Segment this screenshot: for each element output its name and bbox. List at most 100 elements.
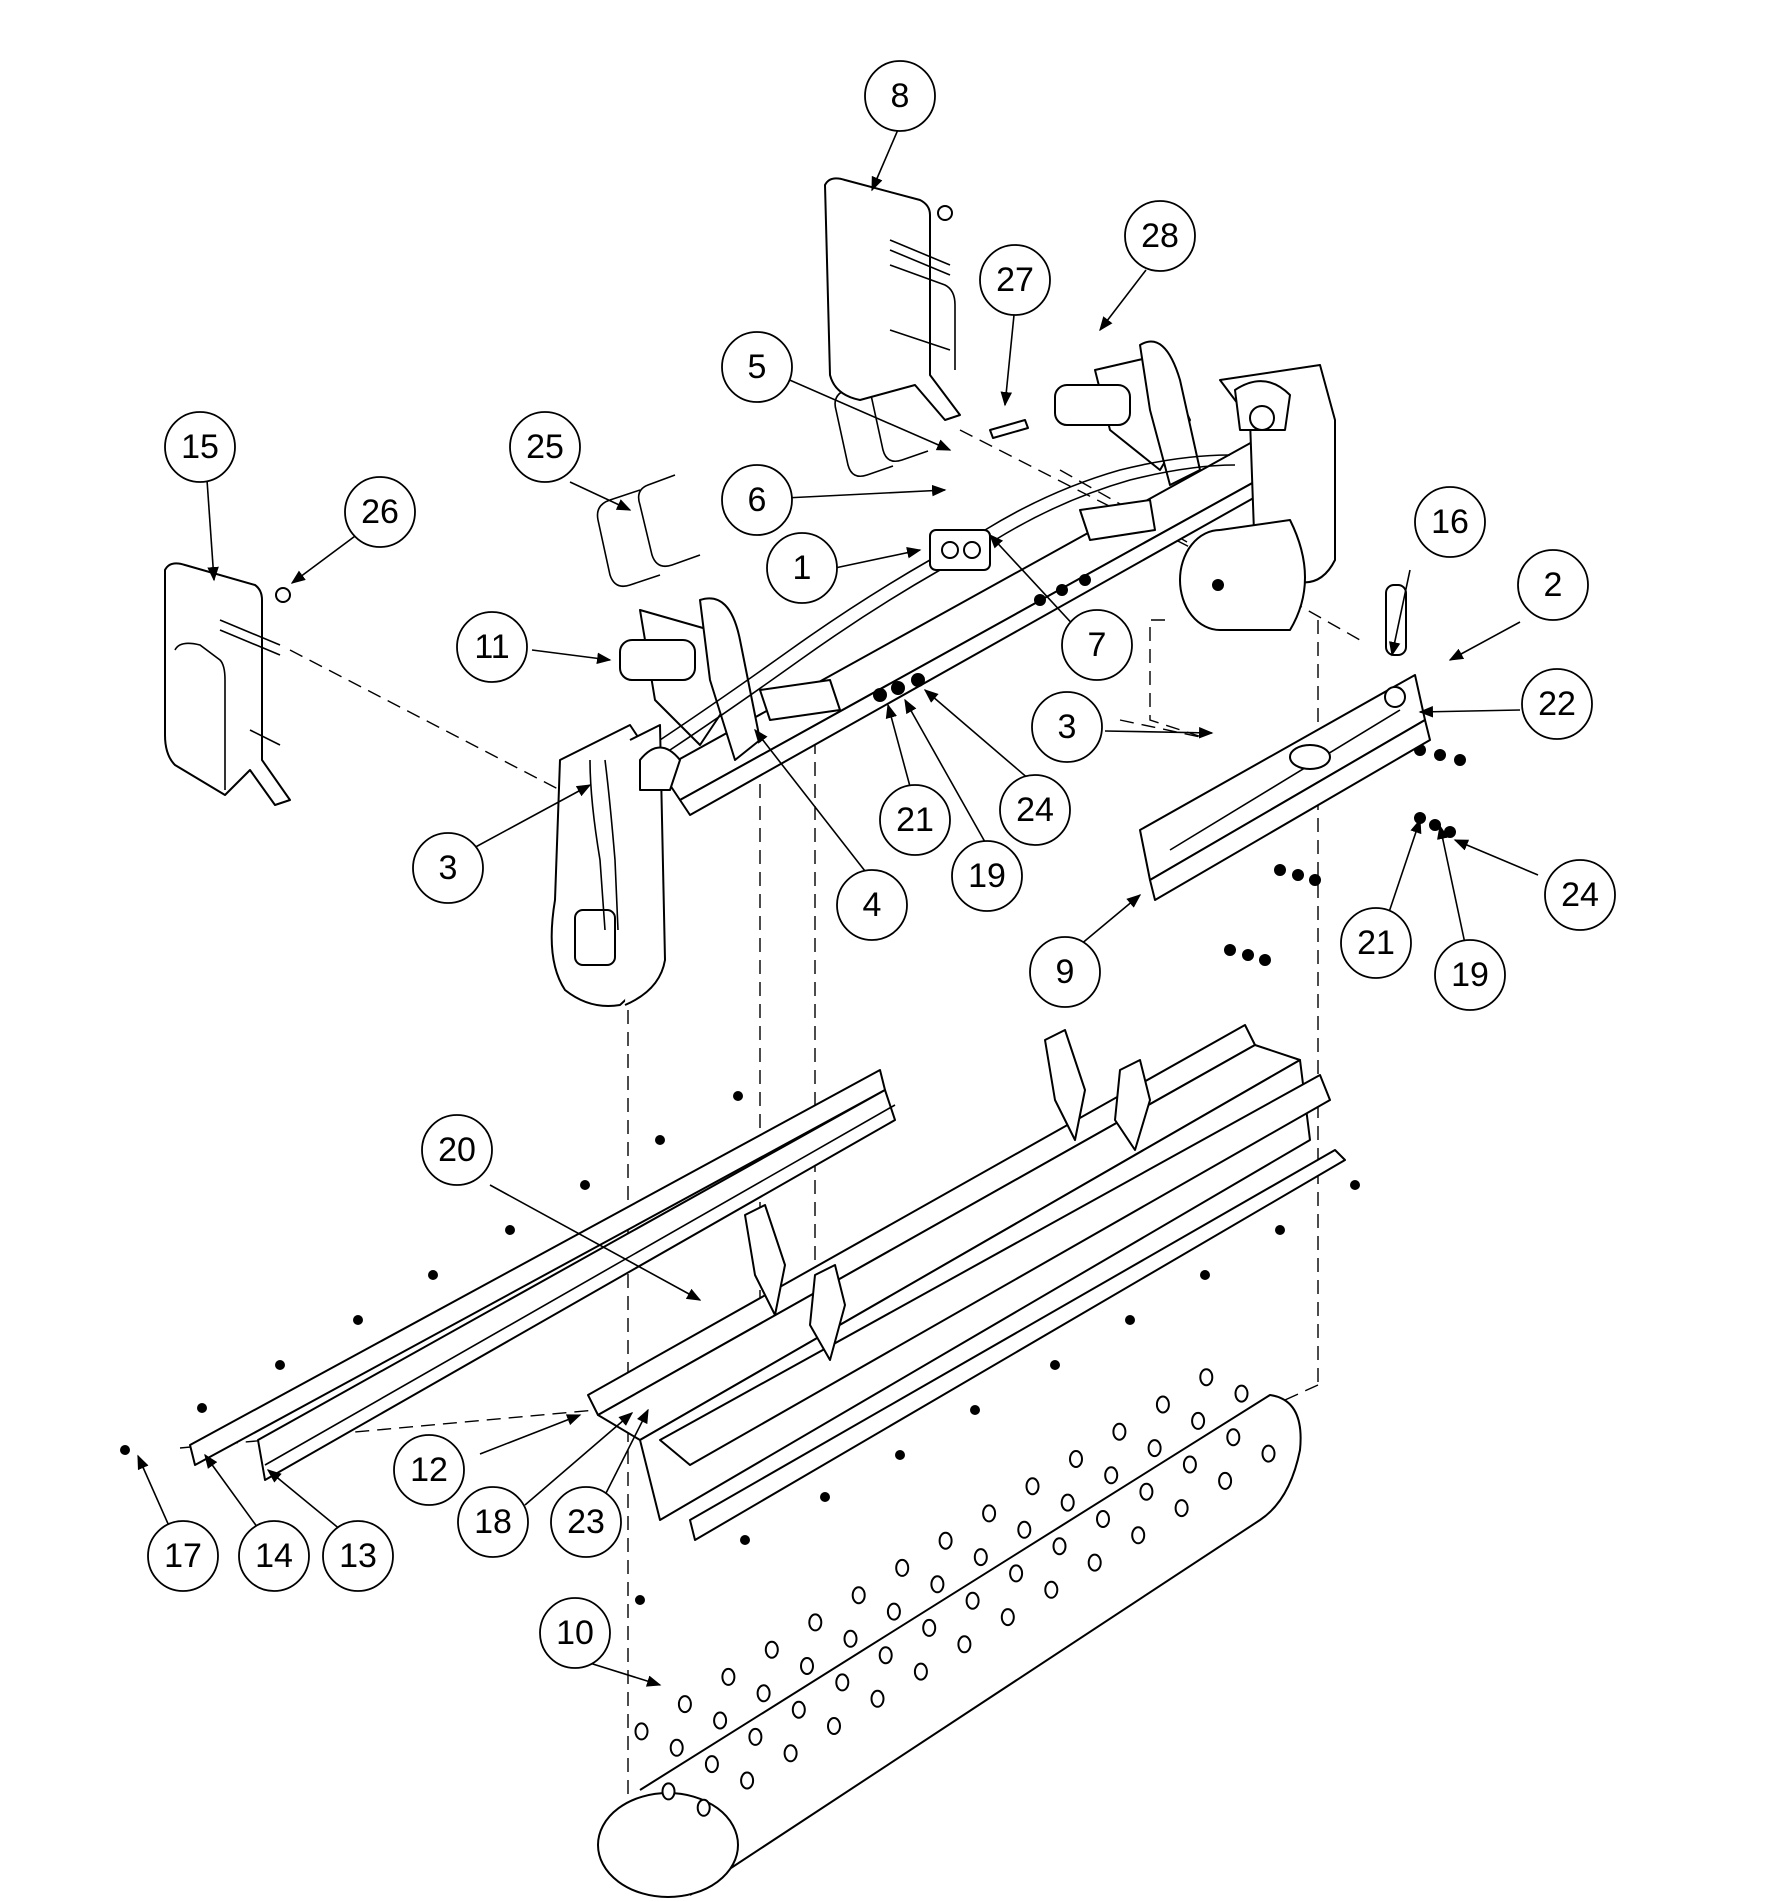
svg-text:20: 20 xyxy=(438,1131,476,1169)
svg-text:1: 1 xyxy=(793,549,812,587)
callouts: 8 28 27 5 25 15 26 6 1 16 2 11 7 22 3 24… xyxy=(147,60,1616,1669)
callout-12: 12 xyxy=(393,1434,465,1506)
callout-4: 4 xyxy=(836,869,908,941)
svg-text:14: 14 xyxy=(255,1537,293,1575)
roller-spike xyxy=(1234,1384,1249,1403)
roller-spike xyxy=(800,1657,814,1675)
roller-spike xyxy=(808,1613,823,1632)
callout-7: 7 xyxy=(1061,609,1133,681)
roller-spike xyxy=(1174,1499,1189,1518)
callout-18: 18 xyxy=(457,1486,529,1558)
svg-text:24: 24 xyxy=(1016,791,1054,829)
roller-spike xyxy=(827,1717,841,1735)
svg-text:13: 13 xyxy=(339,1537,377,1575)
spiked-roller-10 xyxy=(597,1368,1302,1898)
roller-spike xyxy=(661,1782,676,1801)
callout-14: 14 xyxy=(238,1520,310,1592)
roller-spike xyxy=(895,1558,910,1577)
roller-spike xyxy=(930,1575,945,1594)
roller-spike xyxy=(1096,1510,1110,1528)
roller-spike xyxy=(913,1662,928,1681)
svg-text:23: 23 xyxy=(567,1503,605,1541)
svg-text:12: 12 xyxy=(410,1451,448,1489)
callout-23: 23 xyxy=(550,1486,622,1558)
roller-spike xyxy=(1199,1368,1214,1387)
roller-spike xyxy=(696,1798,711,1817)
roller-spike xyxy=(748,1727,763,1746)
svg-text:6: 6 xyxy=(748,481,767,519)
roller-spike xyxy=(965,1591,980,1610)
svg-text:24: 24 xyxy=(1561,876,1599,914)
roller-spikes xyxy=(634,1368,1276,1817)
roller-spike xyxy=(1139,1482,1154,1501)
svg-text:4: 4 xyxy=(863,886,882,924)
callout-22: 22 xyxy=(1521,668,1593,740)
roller-spike xyxy=(973,1548,988,1567)
roller-spike xyxy=(1044,1580,1059,1599)
roller-spike xyxy=(1155,1395,1170,1414)
channel-bar xyxy=(587,1024,1346,1541)
roller-spike xyxy=(740,1771,755,1790)
roller-spike xyxy=(1147,1439,1162,1458)
callout-8: 8 xyxy=(864,60,936,132)
callout-28: 28 xyxy=(1124,200,1196,272)
svg-text:21: 21 xyxy=(896,801,934,839)
roller-spike xyxy=(1226,1428,1241,1447)
roller-spike xyxy=(1017,1520,1032,1539)
svg-text:27: 27 xyxy=(996,261,1034,299)
roller-spike xyxy=(1104,1466,1119,1485)
shield-top-8 xyxy=(824,177,961,421)
roller-spike xyxy=(1218,1471,1233,1490)
callout-21-right: 21 xyxy=(1340,907,1412,979)
svg-text:3: 3 xyxy=(439,849,458,887)
roller-spike xyxy=(835,1673,850,1692)
roller-spike xyxy=(922,1618,937,1637)
roller-spike xyxy=(1261,1444,1276,1463)
roller-spike xyxy=(982,1504,997,1523)
svg-text:26: 26 xyxy=(361,493,399,531)
svg-text:19: 19 xyxy=(1451,956,1489,994)
roller-spike xyxy=(843,1629,858,1648)
callout-26: 26 xyxy=(344,476,416,548)
roller-spike xyxy=(938,1531,953,1550)
svg-text:25: 25 xyxy=(526,428,564,466)
roller-spike xyxy=(1060,1493,1075,1512)
svg-text:7: 7 xyxy=(1088,626,1107,664)
roller-spike xyxy=(1025,1477,1040,1496)
roller-spike xyxy=(1131,1526,1146,1545)
bolts-17 xyxy=(120,1091,1360,1605)
roller-spike xyxy=(1069,1450,1083,1468)
svg-text:28: 28 xyxy=(1141,217,1179,255)
roller-spike xyxy=(677,1695,692,1714)
callout-6: 6 xyxy=(721,464,793,536)
roller-spike xyxy=(1182,1455,1197,1474)
roller-spike xyxy=(791,1700,806,1719)
callout-16: 16 xyxy=(1414,486,1486,558)
callout-9: 9 xyxy=(1029,936,1101,1008)
svg-text:22: 22 xyxy=(1538,685,1576,723)
callout-21-center: 21 xyxy=(879,784,951,856)
roller-spike xyxy=(851,1586,866,1605)
svg-text:10: 10 xyxy=(556,1614,594,1652)
svg-text:16: 16 xyxy=(1431,503,1469,541)
roller-spike xyxy=(1000,1608,1015,1627)
svg-text:8: 8 xyxy=(891,77,910,115)
roller-spike xyxy=(783,1744,798,1763)
svg-text:2: 2 xyxy=(1544,566,1563,604)
roller-spike xyxy=(1009,1564,1024,1583)
callout-13: 13 xyxy=(322,1520,394,1592)
roller-spike xyxy=(1112,1422,1127,1441)
roller-spike xyxy=(669,1738,684,1757)
mount-plate-9 xyxy=(1139,674,1431,901)
callout-3-right: 3 xyxy=(1031,691,1103,763)
main-frame xyxy=(550,340,1336,1007)
svg-text:21: 21 xyxy=(1357,924,1395,962)
roller-spike xyxy=(764,1640,779,1659)
svg-text:11: 11 xyxy=(474,628,509,666)
shield-left-15 xyxy=(164,562,291,806)
callout-2: 2 xyxy=(1517,549,1589,621)
callout-27: 27 xyxy=(979,244,1051,316)
svg-text:9: 9 xyxy=(1056,953,1075,991)
svg-text:19: 19 xyxy=(968,857,1006,895)
